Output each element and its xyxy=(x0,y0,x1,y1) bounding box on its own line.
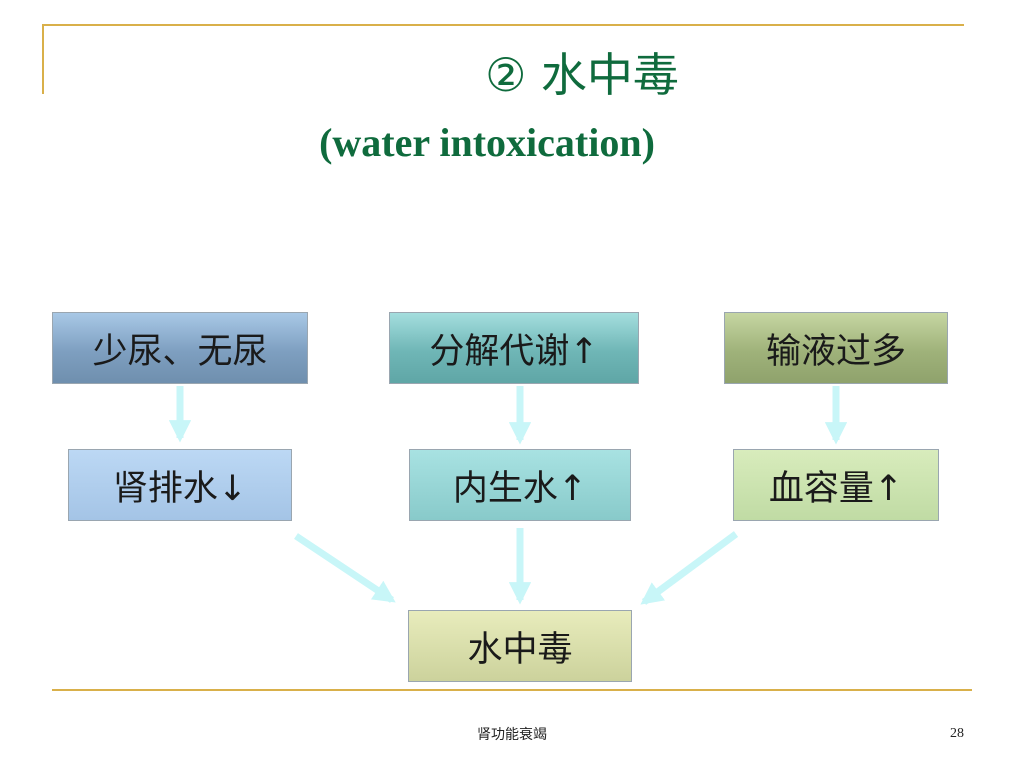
box-renal-excretion-decrease: 肾排水↓ xyxy=(68,449,292,521)
slide-title: ② 水中毒 xyxy=(485,48,679,102)
top-frame-line xyxy=(42,24,964,26)
box-excess-infusion: 输液过多 xyxy=(724,312,948,384)
footer-title: 肾功能衰竭 xyxy=(477,727,547,743)
footer-divider xyxy=(52,689,972,691)
left-frame-line xyxy=(42,24,44,94)
box-endogenous-water-increase: 内生水↑ xyxy=(409,449,631,521)
page-number: 28 xyxy=(950,726,964,741)
slide-subtitle: (water intoxication) xyxy=(319,120,655,165)
box-catabolism-increase: 分解代谢↑ xyxy=(389,312,639,384)
arrow-blood-volume-to-water-intoxication xyxy=(640,531,739,605)
box-blood-volume-increase: 血容量↑ xyxy=(733,449,939,521)
box-water-intoxication: 水中毒 xyxy=(408,610,632,682)
box-oliguria-anuria: 少尿、无尿 xyxy=(52,312,308,384)
arrow-renal-excretion-to-water-intoxication xyxy=(294,533,396,603)
